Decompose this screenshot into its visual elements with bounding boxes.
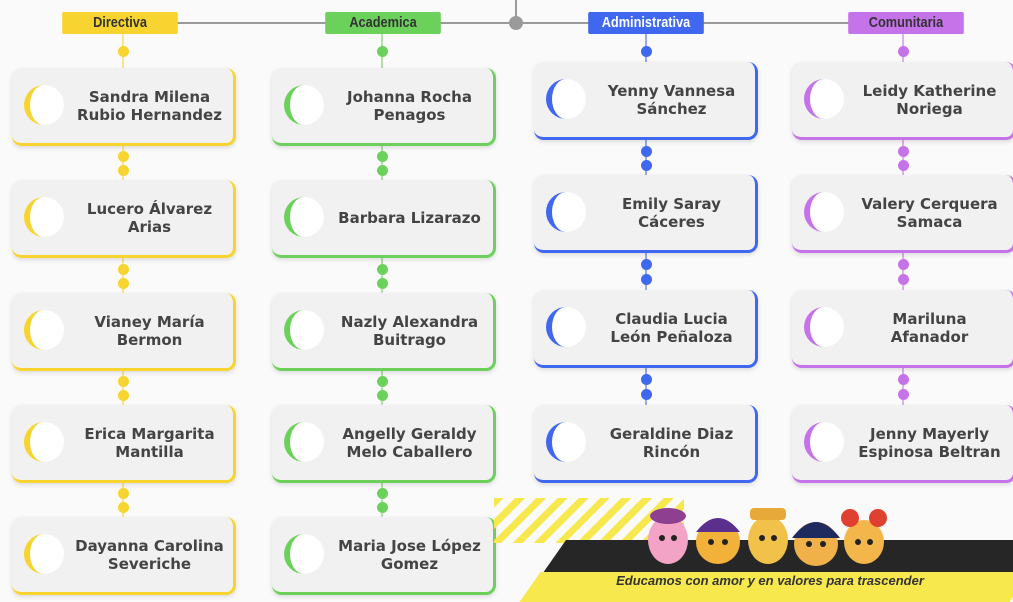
member-name: Vianey María Bermon bbox=[94, 312, 205, 349]
connector-dot bbox=[118, 488, 129, 500]
banner-slogan: Educamos con amor y en valores para tras… bbox=[616, 573, 924, 588]
member-name: Johanna Rocha Penagos bbox=[347, 87, 472, 124]
avatar-placeholder-icon bbox=[284, 422, 324, 462]
connector-dot bbox=[898, 259, 909, 271]
connector-dot bbox=[641, 159, 652, 171]
member-card: Barbara Lizarazo bbox=[272, 180, 496, 258]
connector-dot bbox=[118, 46, 129, 57]
avatar-placeholder-icon bbox=[284, 534, 324, 574]
connector-dot bbox=[377, 46, 388, 57]
header-connector-line bbox=[95, 22, 905, 24]
avatar-placeholder-icon bbox=[284, 85, 324, 125]
member-name: Yenny Vannesa Sánchez bbox=[607, 81, 736, 118]
connector-dot bbox=[898, 374, 909, 386]
connector-dot bbox=[377, 277, 388, 289]
member-name: Valery Cerquera Samaca bbox=[861, 194, 998, 231]
member-card: Claudia Lucia León Peñaloza bbox=[534, 290, 758, 368]
connector-dot bbox=[118, 501, 129, 513]
member-name: Leidy Katherine Noriega bbox=[862, 81, 997, 118]
connector-dot bbox=[641, 46, 652, 57]
member-name: Sandra Milena Rubio Hernandez bbox=[77, 87, 222, 124]
connector-dot bbox=[377, 488, 388, 500]
connector-dot bbox=[377, 151, 388, 163]
avatar-placeholder-icon bbox=[24, 422, 64, 462]
connector-dot bbox=[118, 164, 129, 176]
connector-dot bbox=[118, 263, 129, 275]
connector-dot bbox=[118, 376, 129, 388]
connector-dot bbox=[641, 273, 652, 285]
member-card: Dayanna Carolina Severiche bbox=[12, 517, 236, 595]
member-name: Lucero Álvarez Arias bbox=[86, 199, 213, 236]
directiva-header: Directiva bbox=[62, 12, 178, 34]
member-card: Sandra Milena Rubio Hernandez bbox=[12, 68, 236, 146]
avatar-placeholder-icon bbox=[24, 197, 64, 237]
academica-header: Academica bbox=[325, 12, 441, 34]
avatar-placeholder-icon bbox=[546, 79, 586, 119]
connector-dot bbox=[377, 164, 388, 176]
administrativa-header: Administrativa bbox=[588, 12, 704, 34]
top-connector bbox=[515, 0, 517, 22]
member-card: Angelly Geraldy Melo Caballero bbox=[272, 405, 496, 483]
avatar-placeholder-icon bbox=[804, 192, 844, 232]
connector-dot bbox=[641, 145, 652, 157]
member-name: Barbara Lizarazo bbox=[338, 208, 481, 227]
avatar-placeholder-icon bbox=[804, 79, 844, 119]
connector-dot bbox=[377, 376, 388, 388]
connector-dot bbox=[118, 151, 129, 163]
member-name: Dayanna Carolina Severiche bbox=[75, 536, 224, 573]
mascots-image bbox=[648, 508, 887, 566]
avatar-placeholder-icon bbox=[284, 197, 324, 237]
avatar-placeholder-icon bbox=[24, 310, 64, 350]
connector-dot bbox=[898, 46, 909, 57]
connector-dot bbox=[118, 277, 129, 289]
avatar-placeholder-icon bbox=[546, 307, 586, 347]
avatar-placeholder-icon bbox=[546, 422, 586, 462]
member-name: Claudia Lucia León Peñaloza bbox=[610, 309, 733, 346]
connector-dot bbox=[641, 388, 652, 400]
connector-dot bbox=[118, 389, 129, 401]
avatar-placeholder-icon bbox=[804, 422, 844, 462]
avatar-placeholder-icon bbox=[804, 307, 844, 347]
member-name: Nazly Alexandra Buitrago bbox=[340, 312, 479, 349]
member-card: Maria Jose López Gomez bbox=[272, 517, 496, 595]
member-name: Angelly Geraldy Melo Caballero bbox=[342, 424, 477, 461]
member-name: Geraldine Diaz Rincón bbox=[609, 424, 734, 461]
comunitaria-header: Comunitaria bbox=[848, 12, 964, 34]
member-card: Jenny Mayerly Espinosa Beltran bbox=[792, 405, 1013, 483]
member-name: Jenny Mayerly Espinosa Beltran bbox=[858, 424, 1001, 461]
member-card: Vianey María Bermon bbox=[12, 293, 236, 371]
avatar-placeholder-icon bbox=[284, 310, 324, 350]
avatar-placeholder-icon bbox=[546, 192, 586, 232]
member-card: Johanna Rocha Penagos bbox=[272, 68, 496, 146]
connector-dot bbox=[898, 145, 909, 157]
member-card: Lucero Álvarez Arias bbox=[12, 180, 236, 258]
connector-dot bbox=[898, 388, 909, 400]
member-card: Leidy Katherine Noriega bbox=[792, 62, 1013, 140]
member-name: Erica Margarita Mantilla bbox=[84, 424, 215, 461]
member-card: Erica Margarita Mantilla bbox=[12, 405, 236, 483]
connector-dot bbox=[898, 159, 909, 171]
member-card: Geraldine Diaz Rincón bbox=[534, 405, 758, 483]
connector-dot bbox=[377, 501, 388, 513]
avatar-placeholder-icon bbox=[24, 534, 64, 574]
connector-dot bbox=[898, 273, 909, 285]
connector-dot bbox=[377, 263, 388, 275]
connector-dot bbox=[509, 16, 523, 30]
member-name: Maria Jose López Gomez bbox=[338, 536, 481, 573]
connector-dot bbox=[641, 259, 652, 271]
member-card: Nazly Alexandra Buitrago bbox=[272, 293, 496, 371]
avatar-placeholder-icon bbox=[24, 85, 64, 125]
member-name: Emily Saray Cáceres bbox=[622, 194, 721, 231]
member-card: Valery Cerquera Samaca bbox=[792, 175, 1013, 253]
member-card: Emily Saray Cáceres bbox=[534, 175, 758, 253]
connector-dot bbox=[641, 374, 652, 386]
member-card: Yenny Vannesa Sánchez bbox=[534, 62, 758, 140]
connector-dot bbox=[377, 389, 388, 401]
member-card: Mariluna Afanador bbox=[792, 290, 1013, 368]
member-name: Mariluna Afanador bbox=[890, 309, 969, 346]
